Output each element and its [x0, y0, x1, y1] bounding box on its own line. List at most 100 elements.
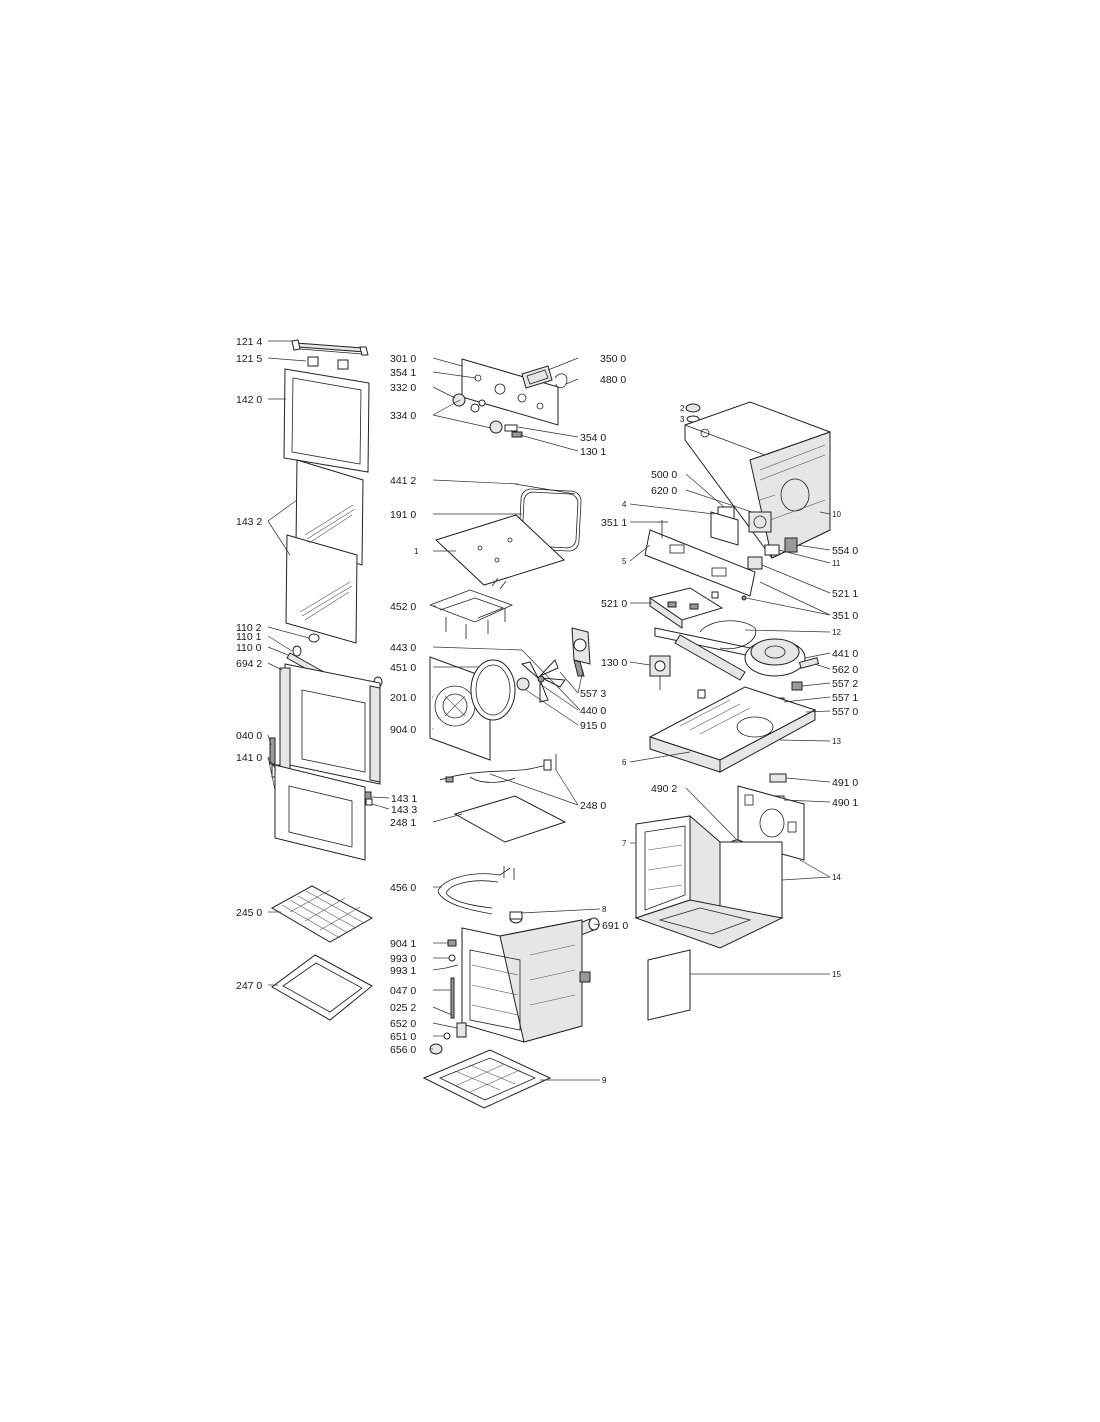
part-thermostat-fitting	[429, 1022, 467, 1055]
part-hinge-clips	[307, 356, 349, 370]
top-and-electronics-assembly	[634, 401, 831, 1021]
label-562-0: 562 0	[832, 664, 858, 676]
part-display-module	[521, 365, 553, 389]
label-441-0: 441 0	[832, 648, 858, 660]
part-grommets	[685, 403, 701, 423]
part-outer-housing	[634, 814, 784, 949]
label-143-3: 143 3	[391, 804, 417, 816]
label-441-2: 441 2	[390, 475, 416, 487]
label-480-0: 480 0	[600, 374, 626, 386]
label-7: 7	[622, 839, 627, 848]
label-904-0: 904 0	[390, 724, 416, 736]
label-490-2: 490 2	[651, 783, 677, 795]
label-301-0: 301 0	[390, 353, 416, 365]
part-control-knobs	[452, 393, 523, 438]
label-1: 1	[414, 547, 419, 556]
label-656-0: 656 0	[390, 1044, 416, 1056]
label-248-0: 248 0	[580, 800, 606, 812]
label-350-0: 350 0	[600, 353, 626, 365]
label-143-1: 143 1	[391, 793, 417, 805]
label-490-1: 490 1	[832, 797, 858, 809]
label-047-0: 047 0	[390, 985, 416, 997]
label-440-0: 440 0	[580, 705, 606, 717]
label-143-2: 143 2	[236, 516, 262, 528]
label-651-0: 651 0	[390, 1031, 416, 1043]
door-assembly	[269, 339, 383, 1021]
part-mounting-bracket	[644, 520, 756, 597]
leader-lines	[267, 340, 831, 1081]
part-door-frame	[279, 663, 381, 785]
part-main-control-board	[648, 587, 724, 629]
part-selector-switch	[649, 655, 671, 690]
part-cooling-fan	[744, 638, 820, 677]
label-521-1: 521 1	[832, 588, 858, 600]
part-side-panel	[647, 949, 691, 1021]
part-cavity-top-plate	[435, 514, 565, 586]
part-oven-cavity	[461, 919, 591, 1043]
label-993-0: 993 0	[390, 953, 416, 965]
label-201-0: 201 0	[390, 692, 416, 704]
label-11: 11	[832, 559, 841, 568]
label-4: 4	[622, 500, 627, 509]
part-number-labels: 121 4 12 1 5 142 0 143 2 110 2 110 1 110 …	[236, 336, 858, 1085]
label-620-0: 620 0	[651, 485, 677, 497]
label-3: 3	[680, 415, 685, 424]
part-display-cable	[554, 373, 568, 389]
label-025-2: 025 2	[390, 1002, 416, 1014]
part-fan-cover-panel	[429, 656, 530, 761]
control-and-cavity-assembly	[422, 358, 600, 1109]
label-5: 5	[622, 557, 627, 566]
label-121-4: 121 4	[236, 336, 262, 348]
label-142-0: 142 0	[236, 394, 262, 406]
label-652-0: 652 0	[390, 1018, 416, 1030]
label-130-1: 130 1	[580, 446, 606, 458]
part-outer-door-glass	[283, 368, 370, 473]
part-baking-tray	[271, 954, 373, 1021]
part-cavity-top-cover	[648, 686, 817, 773]
label-554-0: 554 0	[832, 545, 858, 557]
label-354-1: 354 1	[390, 367, 416, 379]
label-2: 2	[680, 404, 685, 413]
label-557-3: 557 3	[580, 688, 606, 700]
label-500-0: 500 0	[651, 469, 677, 481]
label-521-0: 521 0	[601, 598, 627, 610]
label-691-0: 691 0	[602, 920, 628, 932]
part-door-top-bar	[291, 339, 369, 356]
part-top-cover-panel	[684, 401, 831, 559]
label-334-0: 334 0	[390, 410, 416, 422]
label-247-0: 247 0	[236, 980, 262, 992]
label-6: 6	[622, 758, 627, 767]
label-110-0: 110 0	[236, 642, 262, 654]
part-reflector-sheet	[453, 795, 567, 843]
label-557-1: 557 1	[832, 692, 858, 704]
label-332-0: 332 0	[390, 382, 416, 394]
label-451-0: 451 0	[390, 662, 416, 674]
label-557-0: 557 0	[832, 706, 858, 718]
label-12: 12	[832, 628, 841, 637]
part-air-duct	[654, 620, 761, 681]
label-110-2: 110 2	[236, 622, 262, 634]
label-10: 10	[832, 510, 841, 519]
label-351-1: 351 1	[601, 517, 627, 529]
label-9: 9	[602, 1076, 607, 1085]
part-wire-rack	[270, 885, 374, 943]
label-915-0: 915 0	[580, 720, 606, 732]
part-electronic-module	[710, 506, 772, 546]
part-inner-glass-panes	[285, 459, 364, 644]
part-lower-heating-element	[437, 866, 515, 915]
part-convection-fan	[520, 627, 591, 703]
label-248-1: 248 1	[390, 817, 416, 829]
label-694-2: 694 2	[236, 658, 262, 670]
part-inner-door-panel	[274, 764, 366, 861]
label-993-1: 993 1	[390, 965, 416, 977]
label-8: 8	[602, 905, 607, 914]
label-452-0: 452 0	[390, 601, 416, 613]
label-557-2: 557 2	[832, 678, 858, 690]
label-354-0: 354 0	[580, 432, 606, 444]
part-wire-harness	[439, 754, 557, 783]
label-245-0: 245 0	[236, 907, 262, 919]
label-110-1: 110 1	[236, 631, 262, 643]
part-cavity-fasteners	[445, 939, 459, 1019]
part-bracket-screw	[741, 595, 747, 601]
